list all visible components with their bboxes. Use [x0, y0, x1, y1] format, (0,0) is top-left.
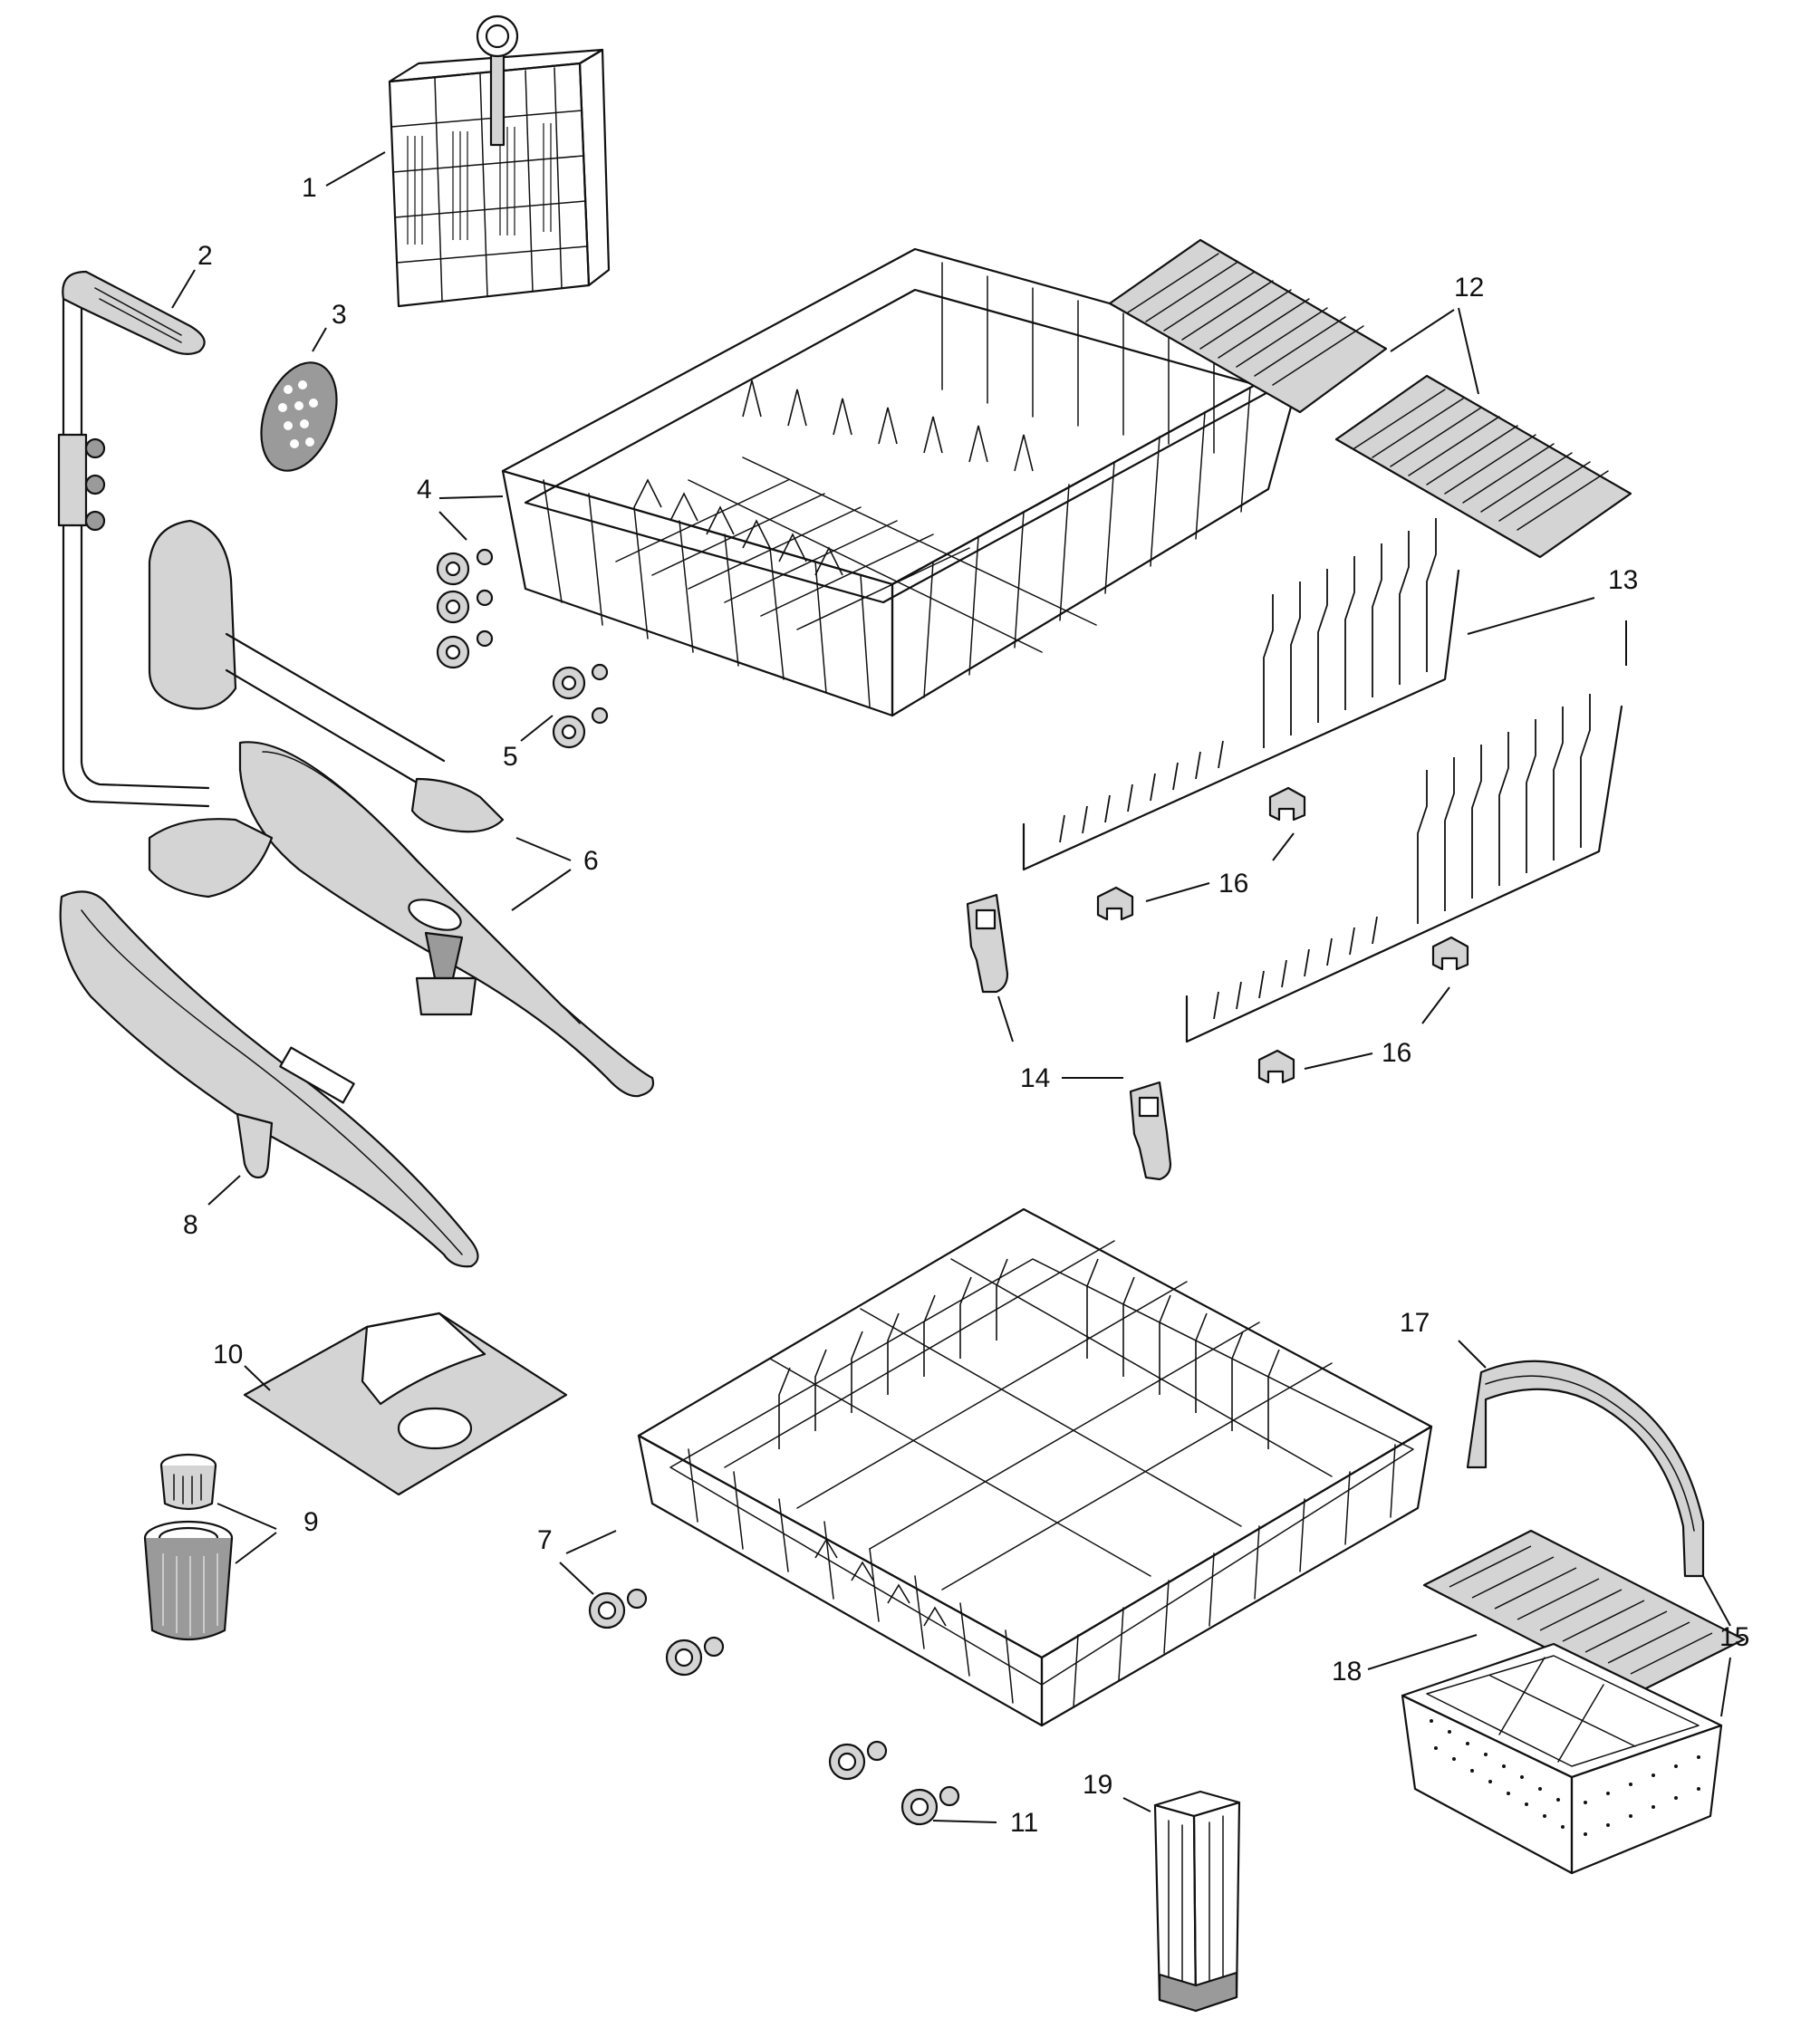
spray-tube-icon	[57, 270, 210, 808]
callout-8: 8	[183, 1210, 198, 1240]
sump-plate-icon	[243, 1312, 568, 1496]
tine-clip-icon	[966, 893, 1172, 1181]
callout-4: 4	[417, 475, 432, 505]
callout-15: 15	[1719, 1622, 1749, 1652]
callout-12: 12	[1454, 273, 1484, 303]
tall-cup-icon	[1153, 1790, 1241, 2013]
tine-row-icon	[1022, 518, 1623, 1043]
silverware-basket-icon	[388, 14, 611, 308]
callout-14: 14	[1020, 1063, 1050, 1093]
cup-shelf-icon	[1108, 238, 1632, 559]
callout-18: 18	[1332, 1657, 1362, 1687]
lower-rack-wheel-icon	[588, 1588, 960, 1826]
callout-19: 19	[1083, 1770, 1112, 1800]
callout-11: 11	[1010, 1808, 1038, 1838]
callout-13: 13	[1608, 565, 1638, 595]
callout-6: 6	[583, 846, 599, 876]
callout-7: 7	[537, 1525, 553, 1555]
callout-16b: 16	[1382, 1038, 1411, 1068]
rack-wheel-icon	[436, 548, 609, 749]
lower-spray-arm-icon	[59, 890, 479, 1268]
callout-9: 9	[303, 1507, 319, 1537]
callout-5: 5	[503, 742, 518, 772]
fine-filter-icon	[143, 1453, 234, 1641]
cutlery-basket-icon	[1401, 1642, 1723, 1875]
callout-17: 17	[1400, 1308, 1430, 1338]
upper-spray-arm-icon	[148, 519, 655, 1098]
lower-rack-icon	[637, 1207, 1433, 1727]
tine-holder-icon	[1096, 786, 1469, 1084]
callout-3: 3	[332, 300, 347, 330]
callout-10: 10	[213, 1340, 243, 1370]
callout-1: 1	[302, 173, 317, 203]
basket-handle-icon	[1466, 1360, 1705, 1578]
callout-2: 2	[197, 241, 213, 271]
round-filter-icon	[260, 361, 338, 472]
callout-16a: 16	[1218, 869, 1248, 899]
